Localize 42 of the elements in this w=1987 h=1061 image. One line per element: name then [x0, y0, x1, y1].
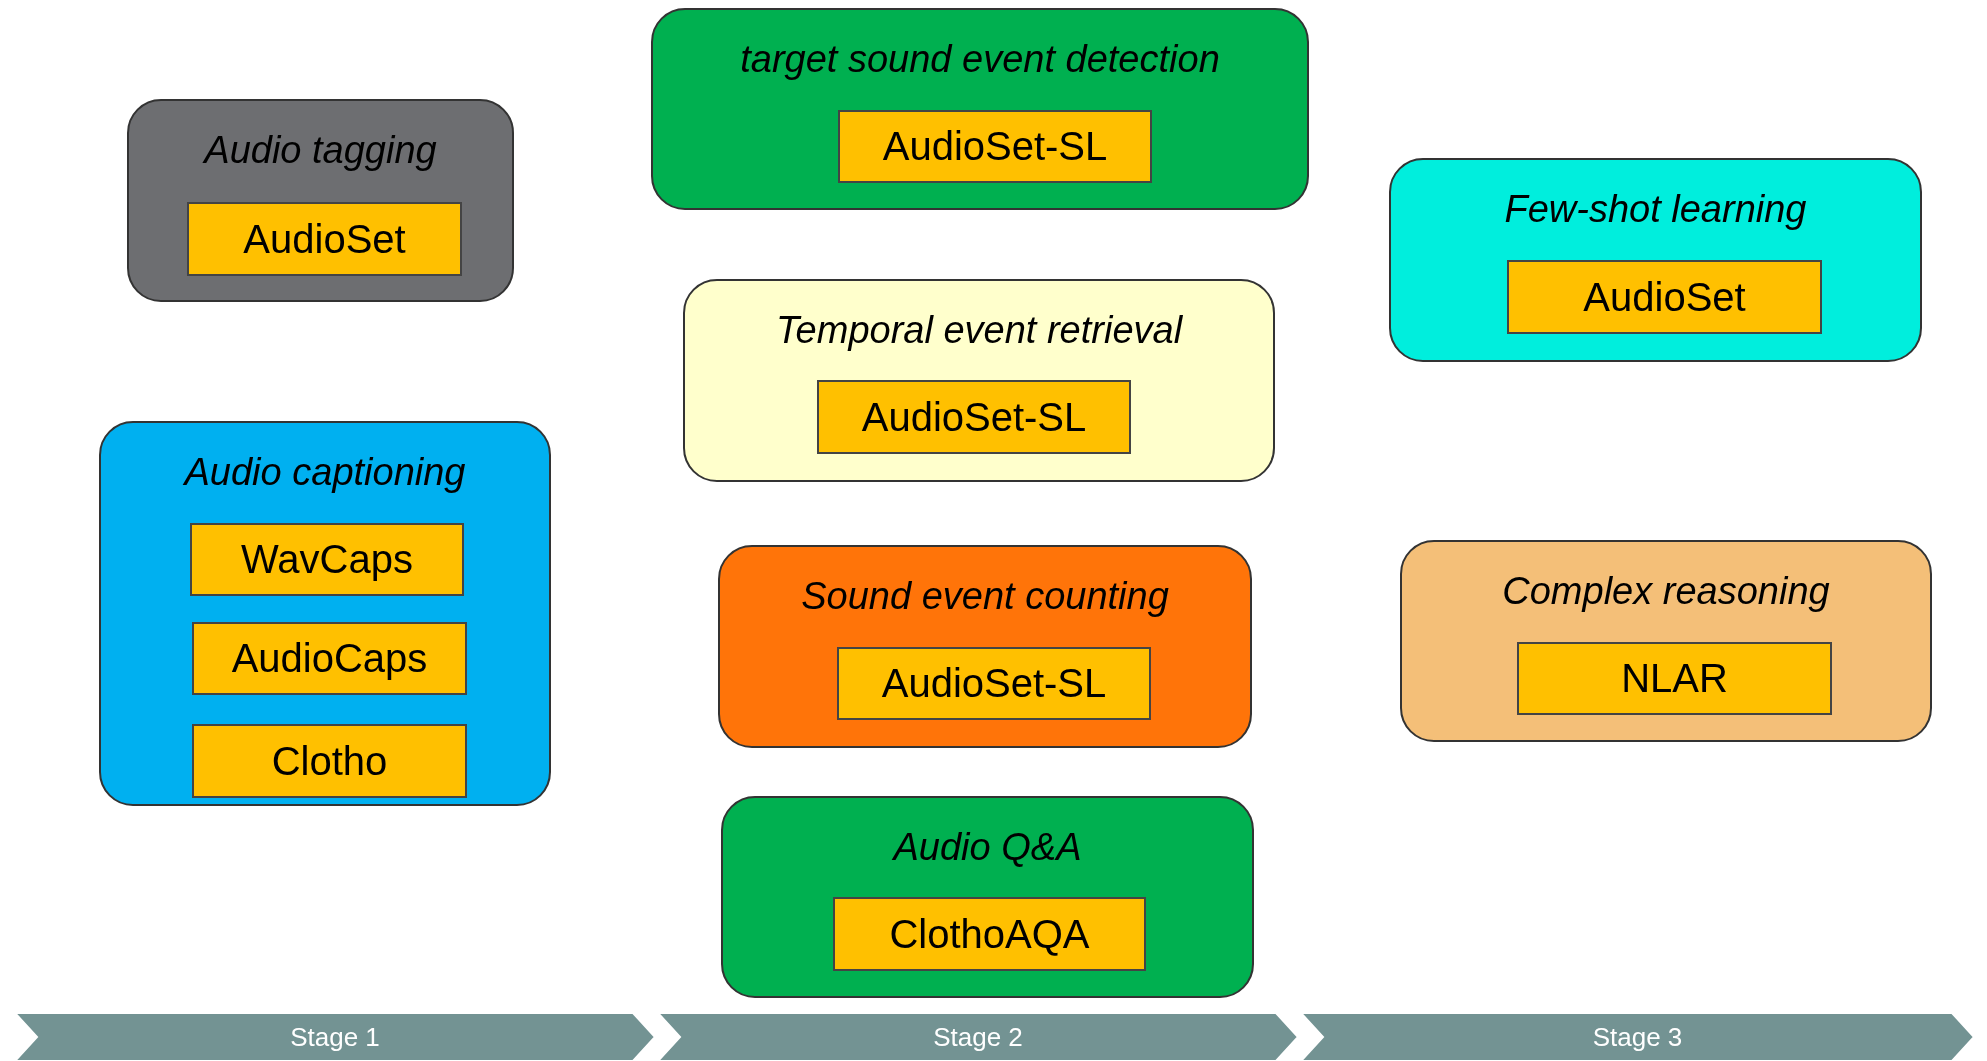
- task-box: [651, 8, 1309, 210]
- dataset-box: [833, 897, 1146, 971]
- task-box: [683, 279, 1275, 482]
- dataset-name: AudioSet-SL: [861, 394, 1087, 440]
- stage-label: Stage 1: [289, 1021, 381, 1053]
- task-title: Audio Q&A: [891, 826, 1083, 869]
- stage-label: Stage 3: [1591, 1021, 1684, 1053]
- dataset-name: AudioSet-SL: [881, 661, 1107, 706]
- dataset-box: [817, 380, 1131, 454]
- dataset-name: WavCaps: [241, 537, 413, 582]
- dataset-box: [187, 202, 462, 276]
- stage-banner: [658, 1013, 1298, 1061]
- dataset-name: AudioSet-SL: [882, 124, 1108, 169]
- dataset-box: [192, 724, 467, 798]
- task-title: Sound event counting: [800, 575, 1170, 618]
- task-title: Audio tagging: [201, 129, 438, 172]
- task-box: [718, 545, 1252, 748]
- dataset-box: [1507, 260, 1822, 334]
- dataset-name: AudioSet: [1583, 274, 1746, 320]
- task-title: Temporal event retrieval: [774, 309, 1184, 352]
- task-box: [1389, 158, 1922, 362]
- dataset-box: [190, 523, 464, 596]
- task-box: [127, 99, 514, 302]
- task-title: Complex reasoning: [1501, 570, 1831, 613]
- dataset-box: [837, 647, 1151, 720]
- dataset-name: AudioCaps: [231, 636, 428, 681]
- task-box: [721, 796, 1254, 998]
- dataset-name: AudioSet: [243, 216, 406, 262]
- dataset-name: ClothoAQA: [889, 911, 1090, 957]
- dataset-box: [838, 110, 1152, 183]
- task-title: Audio captioning: [182, 451, 467, 494]
- stage-banner: [15, 1013, 655, 1061]
- task-title: Few-shot learning: [1503, 188, 1808, 231]
- task-title: target sound event detection: [739, 38, 1221, 81]
- dataset-box: [192, 622, 467, 695]
- dataset-name: NLAR: [1621, 656, 1728, 701]
- task-box: [1400, 540, 1932, 742]
- dataset-name: Clotho: [271, 738, 388, 784]
- stage-banner: [1301, 1013, 1974, 1061]
- task-box: [99, 421, 551, 806]
- dataset-box: [1517, 642, 1832, 715]
- stage-label: Stage 2: [932, 1021, 1024, 1053]
